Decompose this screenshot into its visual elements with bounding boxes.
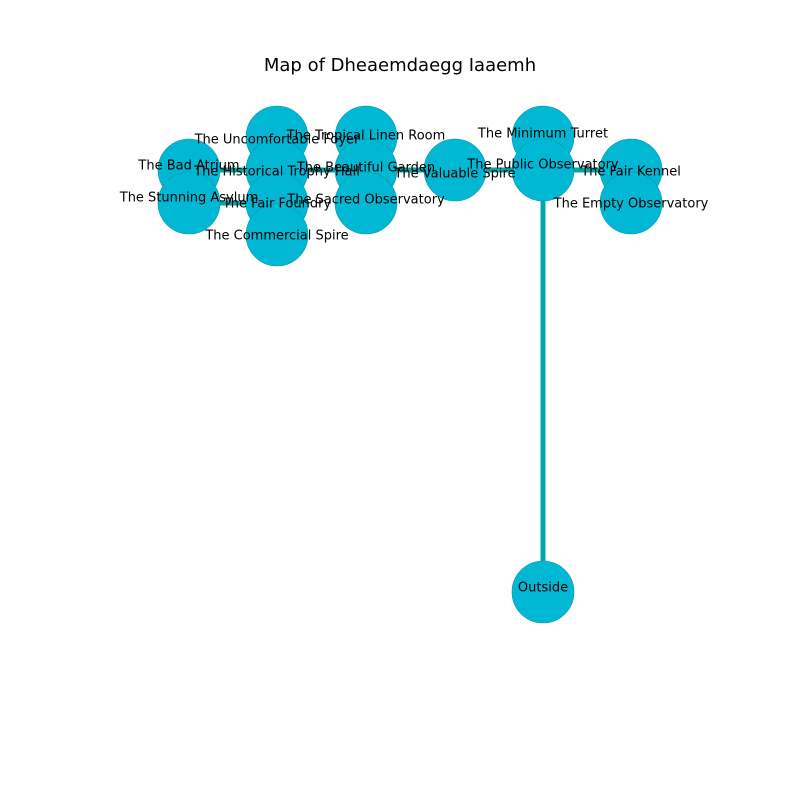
node-label-empty_observatory: The Empty Observatory: [553, 197, 709, 212]
node-label-bad_atrium: The Bad Atrium: [137, 159, 239, 174]
node-label-beautiful_garden: The Beautiful Garden: [296, 161, 435, 176]
nodes-layer: [157, 105, 663, 624]
node-label-tropical_linen_room: The Tropical Linen Room: [286, 129, 446, 144]
node-label-historical_trophy_hall: The Historical Trophy Hall: [193, 165, 360, 180]
node-label-public_observatory: The Public Observatory: [466, 158, 619, 173]
node-label-minimum_turret: The Minimum Turret: [477, 127, 608, 142]
node-outside: [511, 560, 575, 624]
node-label-fair_kennel: The Fair Kennel: [580, 165, 681, 180]
node-label-uncomfortable_foyer: The Uncomfortable Foyer: [194, 133, 360, 148]
node-label-valuable_spire: The Valuable Spire: [393, 167, 515, 182]
node-commercial_spire: [245, 203, 309, 267]
node-label-fair_foundry: The Fair Foundry: [222, 197, 332, 212]
node-label-stunning_asylum: The Stunning Asylum: [119, 191, 259, 206]
node-label-commercial_spire: The Commercial Spire: [204, 229, 348, 244]
diagram-title: Map of Dheaemdaegg Iaaemh: [263, 55, 537, 76]
node-empty_observatory: [599, 171, 663, 235]
node-label-sacred_observatory: The Sacred Observatory: [286, 193, 445, 208]
node-valuable_spire: [423, 138, 487, 202]
node-stunning_asylum: [157, 171, 221, 235]
node-sacred_observatory: [334, 171, 398, 235]
node-label-outside: Outside: [518, 581, 568, 596]
node-public_observatory: [511, 138, 575, 202]
